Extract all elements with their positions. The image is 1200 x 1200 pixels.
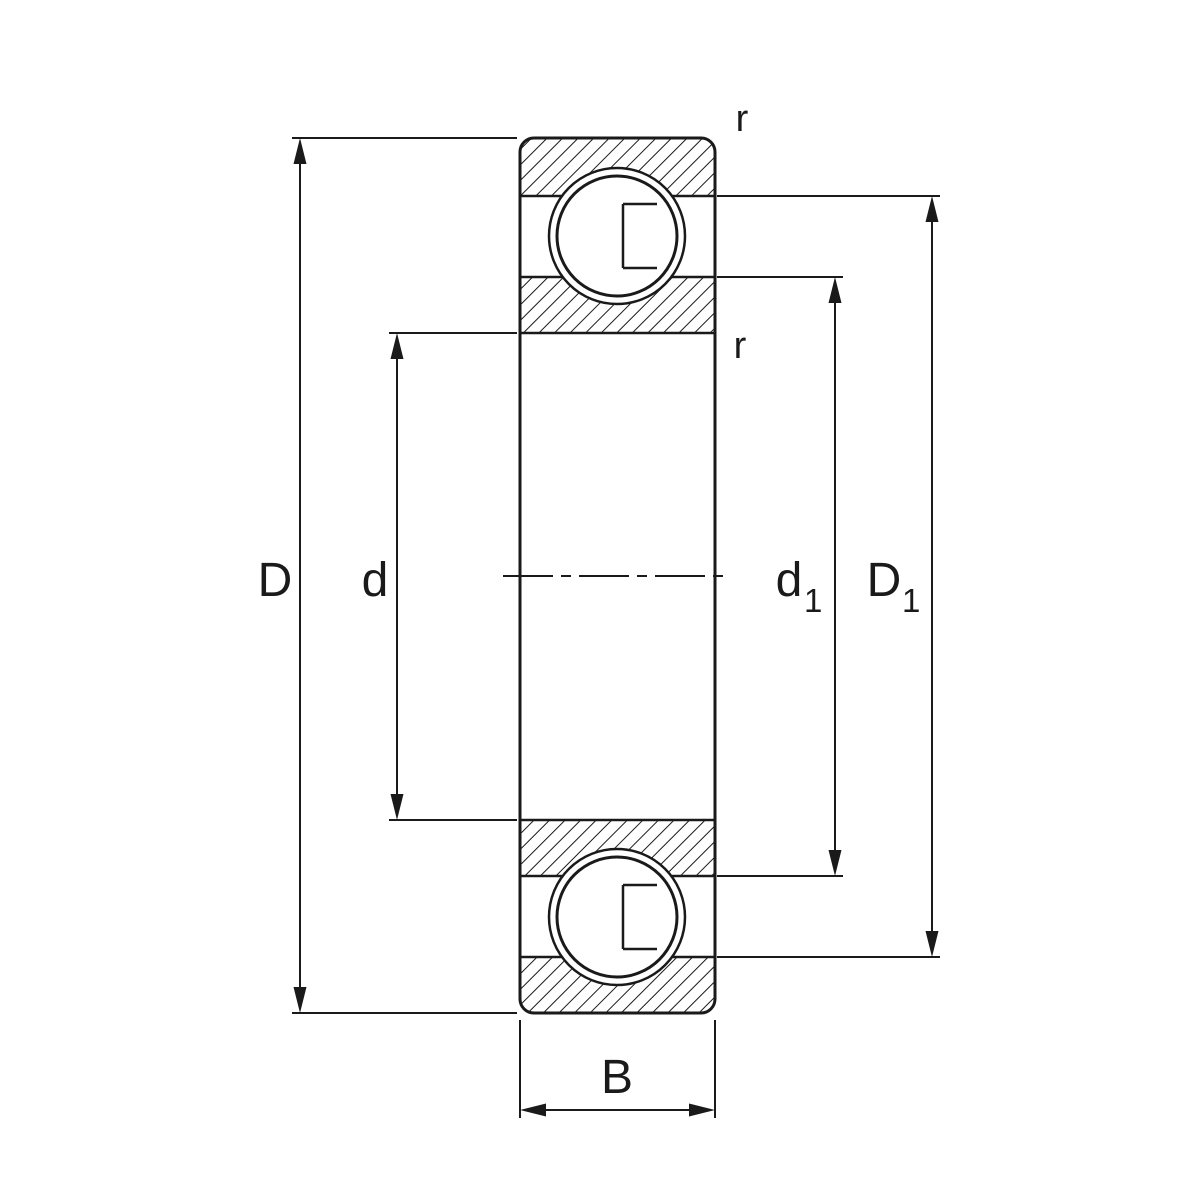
top-ball-cage-mark	[621, 202, 657, 270]
label-width: B	[601, 1051, 633, 1104]
label-outer-ring-shoulder: D	[867, 554, 902, 607]
label-bore-diameter: d	[362, 554, 389, 607]
label-chamfer-radius-outer: r	[736, 98, 749, 140]
dimension-outer-diameter	[292, 137, 517, 1014]
label-chamfer-radius-inner: r	[734, 325, 747, 367]
bearing-section	[503, 136, 731, 1015]
label-inner-ring-shoulder-sub: 1	[804, 582, 822, 619]
label-outer-diameter: D	[258, 554, 293, 607]
dimension-bore-diameter	[389, 332, 517, 821]
top-ball	[555, 174, 679, 298]
label-inner-ring-shoulder: d	[776, 554, 803, 607]
dimension-inner-ring-shoulder	[717, 276, 843, 877]
bottom-ball	[555, 855, 679, 979]
label-outer-ring-shoulder-sub: 1	[902, 582, 920, 619]
bottom-ball-cage-mark	[621, 883, 657, 951]
dimension-width	[519, 1020, 716, 1118]
dimension-outer-ring-shoulder	[717, 195, 940, 958]
